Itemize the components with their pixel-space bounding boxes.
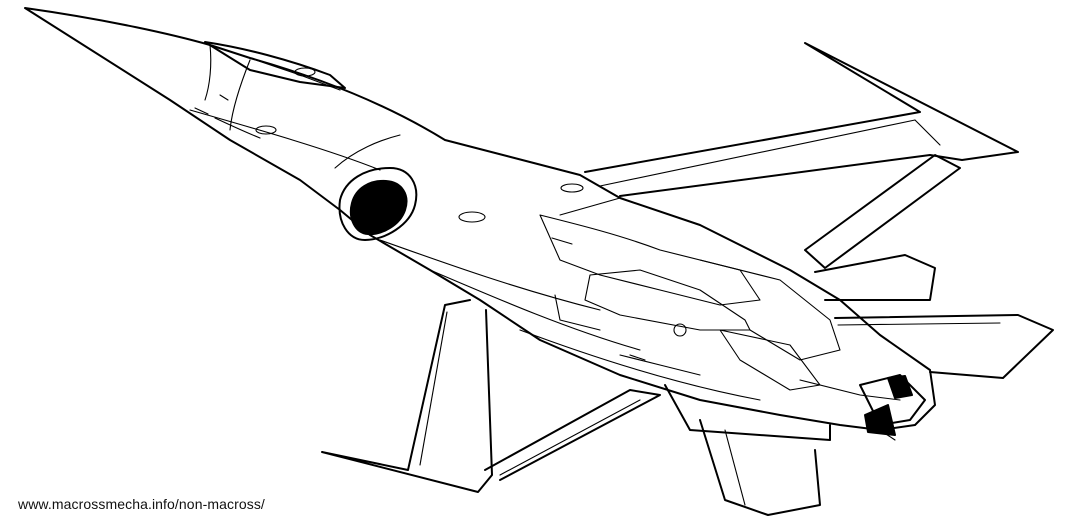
left-ventral-fin xyxy=(321,299,661,493)
cockpit-canopy xyxy=(204,41,346,91)
exhaust-nozzles xyxy=(859,374,926,441)
surface-details xyxy=(194,94,687,361)
watermark-url: www.macrossmecha.info/non-macross/ xyxy=(18,496,265,512)
fuselage xyxy=(24,7,936,431)
engine-intake xyxy=(338,167,418,241)
right-tail-fin xyxy=(804,154,1054,379)
body-panels xyxy=(539,214,901,401)
right-ventral-fin xyxy=(664,384,831,516)
right-wing xyxy=(584,42,1019,197)
